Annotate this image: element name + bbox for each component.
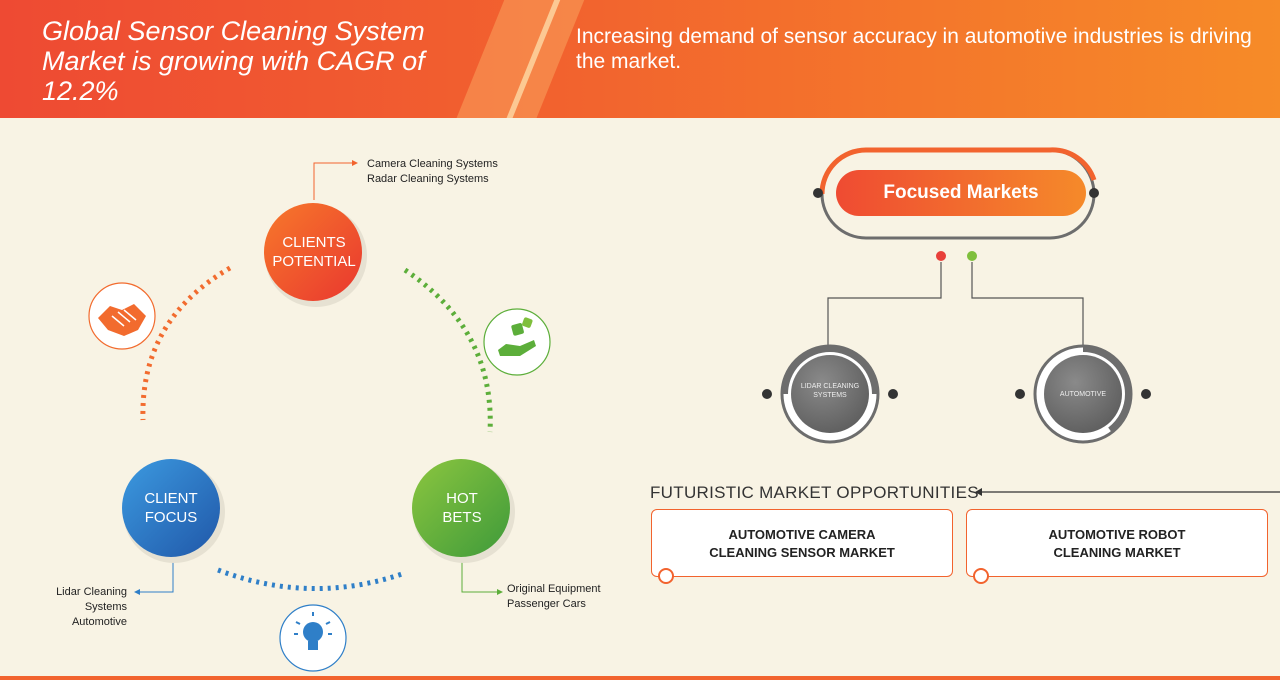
clients-potential-label-line1: CLIENTS — [282, 234, 346, 251]
automotive-label: AUTOMOTIVE — [1059, 391, 1107, 398]
note-radar-cleaning: Radar Cleaning Systems — [367, 173, 489, 185]
clients-potential-label-line2: POTENTIAL — [272, 253, 356, 270]
header-subtitle: Increasing demand of sensor accuracy in … — [576, 25, 1252, 73]
opportunity-box-camera: AUTOMOTIVE CAMERA CLEANING SENSOR MARKET — [651, 509, 953, 584]
opportunity-robot-bullet — [973, 568, 989, 584]
header-title: Global Sensor Cleaning System Market is … — [42, 16, 425, 106]
focused-markets-capsule — [813, 147, 1099, 240]
client-focus-connector — [134, 562, 174, 595]
lidar-cleaning-node — [762, 344, 898, 444]
hot-bets-connector — [461, 562, 503, 595]
clients-potential-node — [264, 203, 367, 307]
clients-potential-notes: Camera Cleaning Systems Radar Cleaning S… — [367, 157, 498, 187]
note-systems: Systems — [84, 601, 127, 613]
opportunity-robot-text: AUTOMOTIVE ROBOT CLEANING MARKET — [967, 526, 1267, 562]
note-camera-cleaning: Camera Cleaning Systems — [367, 158, 498, 170]
note-automotive: Automotive — [71, 616, 127, 628]
clients-potential-connector — [313, 160, 358, 200]
futuristic-title: FUTURISTIC MARKET OPPORTUNITIES — [650, 483, 979, 502]
clients-potential-label: CLIENTS POTENTIAL — [264, 233, 364, 271]
arc-green-dotted — [403, 267, 493, 433]
opportunity-camera-line2: CLEANING SENSOR MARKET — [709, 545, 895, 560]
client-focus-label-line1: CLIENT — [144, 490, 198, 507]
automotive-node — [1015, 344, 1151, 444]
opportunity-box-robot: AUTOMOTIVE ROBOT CLEANING MARKET — [966, 509, 1268, 584]
hot-bets-label-line2: BETS — [442, 509, 482, 526]
client-focus-notes: Lidar Cleaning Systems Automotive — [30, 585, 127, 630]
hot-bets-label-line1: HOT — [446, 490, 478, 507]
dice-hand-icon — [483, 308, 551, 376]
arc-blue-dotted — [217, 567, 403, 591]
opportunity-robot-line2: CLEANING MARKET — [1053, 545, 1181, 560]
opportunity-camera-line1: AUTOMOTIVE CAMERA — [728, 527, 876, 542]
focused-markets-connectors — [827, 251, 1084, 346]
note-original-equipment: Original Equipment — [507, 583, 601, 595]
opportunity-robot-line1: AUTOMOTIVE ROBOT — [1048, 527, 1186, 542]
hot-bets-label: HOT BETS — [412, 489, 512, 527]
futuristic-arrow — [975, 488, 1280, 496]
client-focus-node — [122, 459, 225, 563]
hot-bets-notes: Original Equipment Passenger Cars — [507, 582, 601, 612]
client-focus-label-line2: FOCUS — [144, 509, 198, 526]
focused-markets-title: Focused Markets — [883, 182, 1039, 203]
bottom-accent-bar — [0, 676, 1280, 680]
arc-orange-dotted — [140, 265, 232, 421]
opportunity-camera-text: AUTOMOTIVE CAMERA CLEANING SENSOR MARKET — [652, 526, 952, 562]
lightbulb-icon — [279, 604, 347, 672]
header-banner: Global Sensor Cleaning System Market is … — [0, 0, 1280, 118]
opportunity-camera-bullet — [658, 568, 674, 584]
handshake-icon — [88, 282, 156, 350]
client-focus-label: CLIENT FOCUS — [121, 489, 221, 527]
hot-bets-node — [412, 459, 515, 563]
note-passenger-cars: Passenger Cars — [507, 598, 586, 610]
note-lidar-cleaning: Lidar Cleaning — [56, 586, 127, 598]
lidar-cleaning-label: LIDAR CLEANING SYSTEMS — [800, 383, 860, 399]
